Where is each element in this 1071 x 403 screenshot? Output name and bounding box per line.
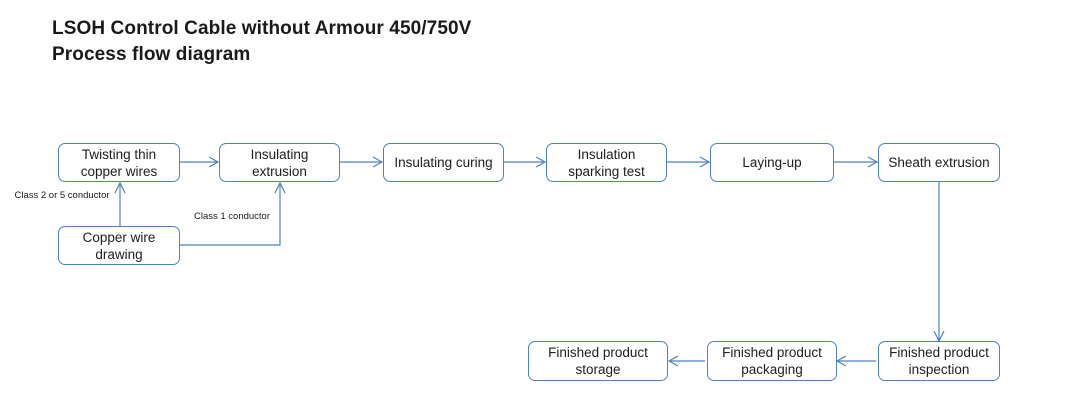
node-finished-product-inspection[interactable]: Finished product inspection bbox=[878, 341, 1000, 381]
edge-label-class-2-or-5-conductor: Class 2 or 5 conductor bbox=[14, 190, 110, 201]
arrowhead-laying-to-sheath bbox=[867, 156, 879, 168]
node-insulation-sparking-test[interactable]: Insulation sparking test bbox=[546, 143, 667, 182]
arrowhead-drawing-to-twisting bbox=[114, 181, 126, 194]
node-insulating-curing[interactable]: Insulating curing bbox=[383, 143, 504, 182]
node-finished-product-packaging[interactable]: Finished product packaging bbox=[707, 341, 837, 381]
node-copper-wire-drawing[interactable]: Copper wire drawing bbox=[58, 226, 180, 265]
arrowhead-inspection-to-packaging bbox=[835, 355, 847, 367]
arrowhead-packaging-to-storage bbox=[667, 355, 679, 367]
node-laying-up[interactable]: Laying-up bbox=[710, 143, 834, 182]
node-twisting-thin-copper-wires[interactable]: Twisting thin copper wires bbox=[58, 143, 180, 182]
page-title: LSOH Control Cable without Armour 450/75… bbox=[52, 16, 752, 68]
connector-drawing-to-extrusion bbox=[180, 184, 281, 246]
arrowhead-sparking-to-laying bbox=[699, 156, 711, 168]
node-insulating-extrusion[interactable]: Insulating extrusion bbox=[219, 143, 340, 182]
arrowhead-twisting-to-extrusion bbox=[208, 156, 220, 168]
title-line-2: Process flow diagram bbox=[52, 44, 251, 65]
arrowhead-drawing-to-extrusion bbox=[274, 181, 286, 194]
arrowhead-extrusion-to-curing bbox=[372, 156, 384, 168]
node-finished-product-storage[interactable]: Finished product storage bbox=[528, 341, 668, 381]
node-sheath-extrusion[interactable]: Sheath extrusion bbox=[878, 143, 1000, 182]
title-line-1: LSOH Control Cable without Armour 450/75… bbox=[52, 18, 472, 39]
edge-label-class-1-conductor: Class 1 conductor bbox=[193, 211, 271, 222]
arrowhead-curing-to-sparking bbox=[535, 156, 547, 168]
